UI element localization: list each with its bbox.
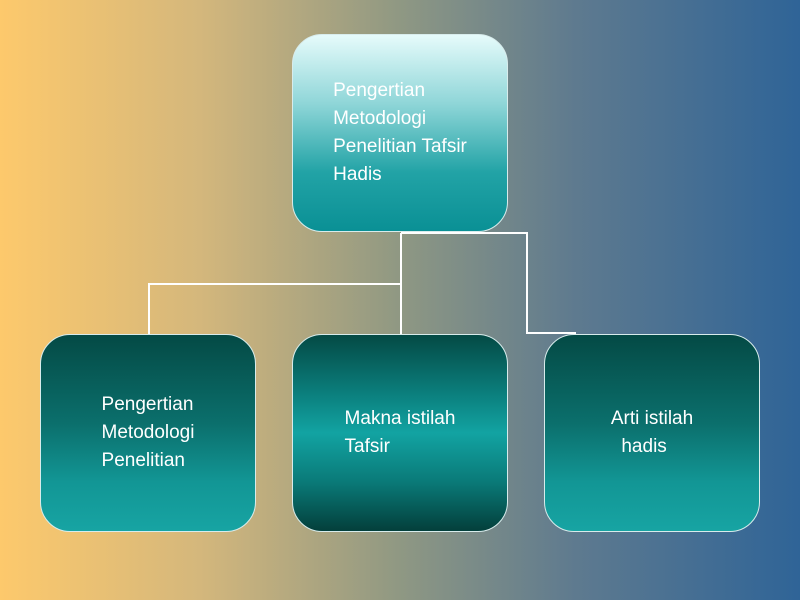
connector-to-right [401,232,576,334]
connector-to-left [148,283,401,334]
root-node: Pengertian Metodologi Penelitian Tafsir … [292,34,508,232]
child-node-middle-label: Makna istilah Tafsir [344,408,456,457]
child-node-middle: Makna istilah Tafsir [292,334,508,532]
child-node-left-label: Pengertian Metodologi Penelitian [101,394,195,471]
root-node-label: Pengertian Metodologi Penelitian Tafsir … [333,80,467,185]
child-node-left: Pengertian Metodologi Penelitian [40,334,256,532]
child-node-right-label: Arti istilah hadis [610,408,694,457]
child-node-right: Arti istilah hadis [544,334,760,532]
